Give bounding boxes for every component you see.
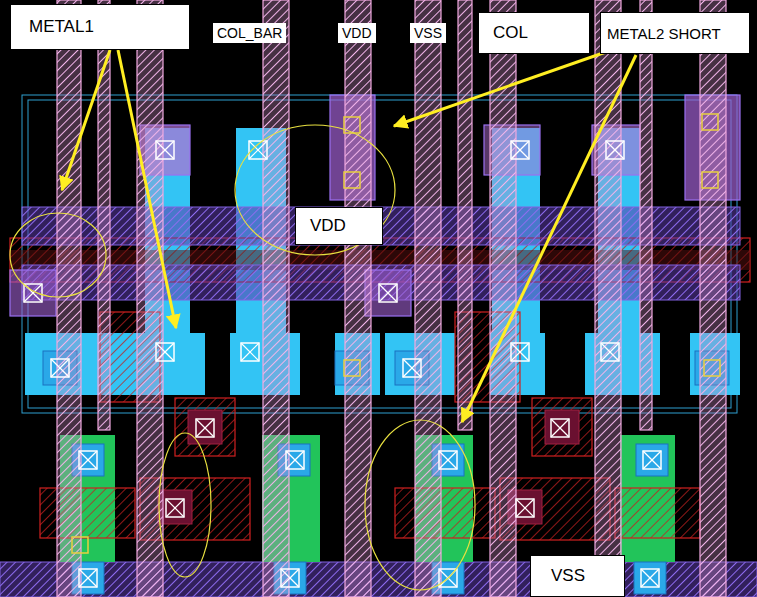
callout-box: VSS: [530, 555, 625, 597]
callout-box: COL: [478, 12, 590, 54]
callout-text: VSS: [551, 566, 585, 586]
metal1-strip: [57, 0, 726, 597]
callout-text: METAL1: [29, 17, 94, 37]
signal-name: VSS: [410, 23, 446, 43]
pointer-arrow: [62, 45, 636, 422]
callout-box: METAL1: [10, 4, 190, 50]
highlight-ellipse: [10, 125, 475, 590]
callout-text: METAL2 SHORT: [607, 25, 721, 42]
callout-box: METAL2 SHORT: [600, 12, 750, 54]
via-cut: [72, 114, 720, 553]
metal2-pad: [10, 95, 740, 316]
signal-name: COL_BAR: [213, 23, 286, 43]
callout-text: COL: [493, 23, 528, 43]
signal-name: VDD: [338, 23, 376, 43]
callout-text: VDD: [310, 216, 346, 236]
contact-cut: [24, 141, 661, 587]
callout-box: VDD: [295, 207, 383, 245]
